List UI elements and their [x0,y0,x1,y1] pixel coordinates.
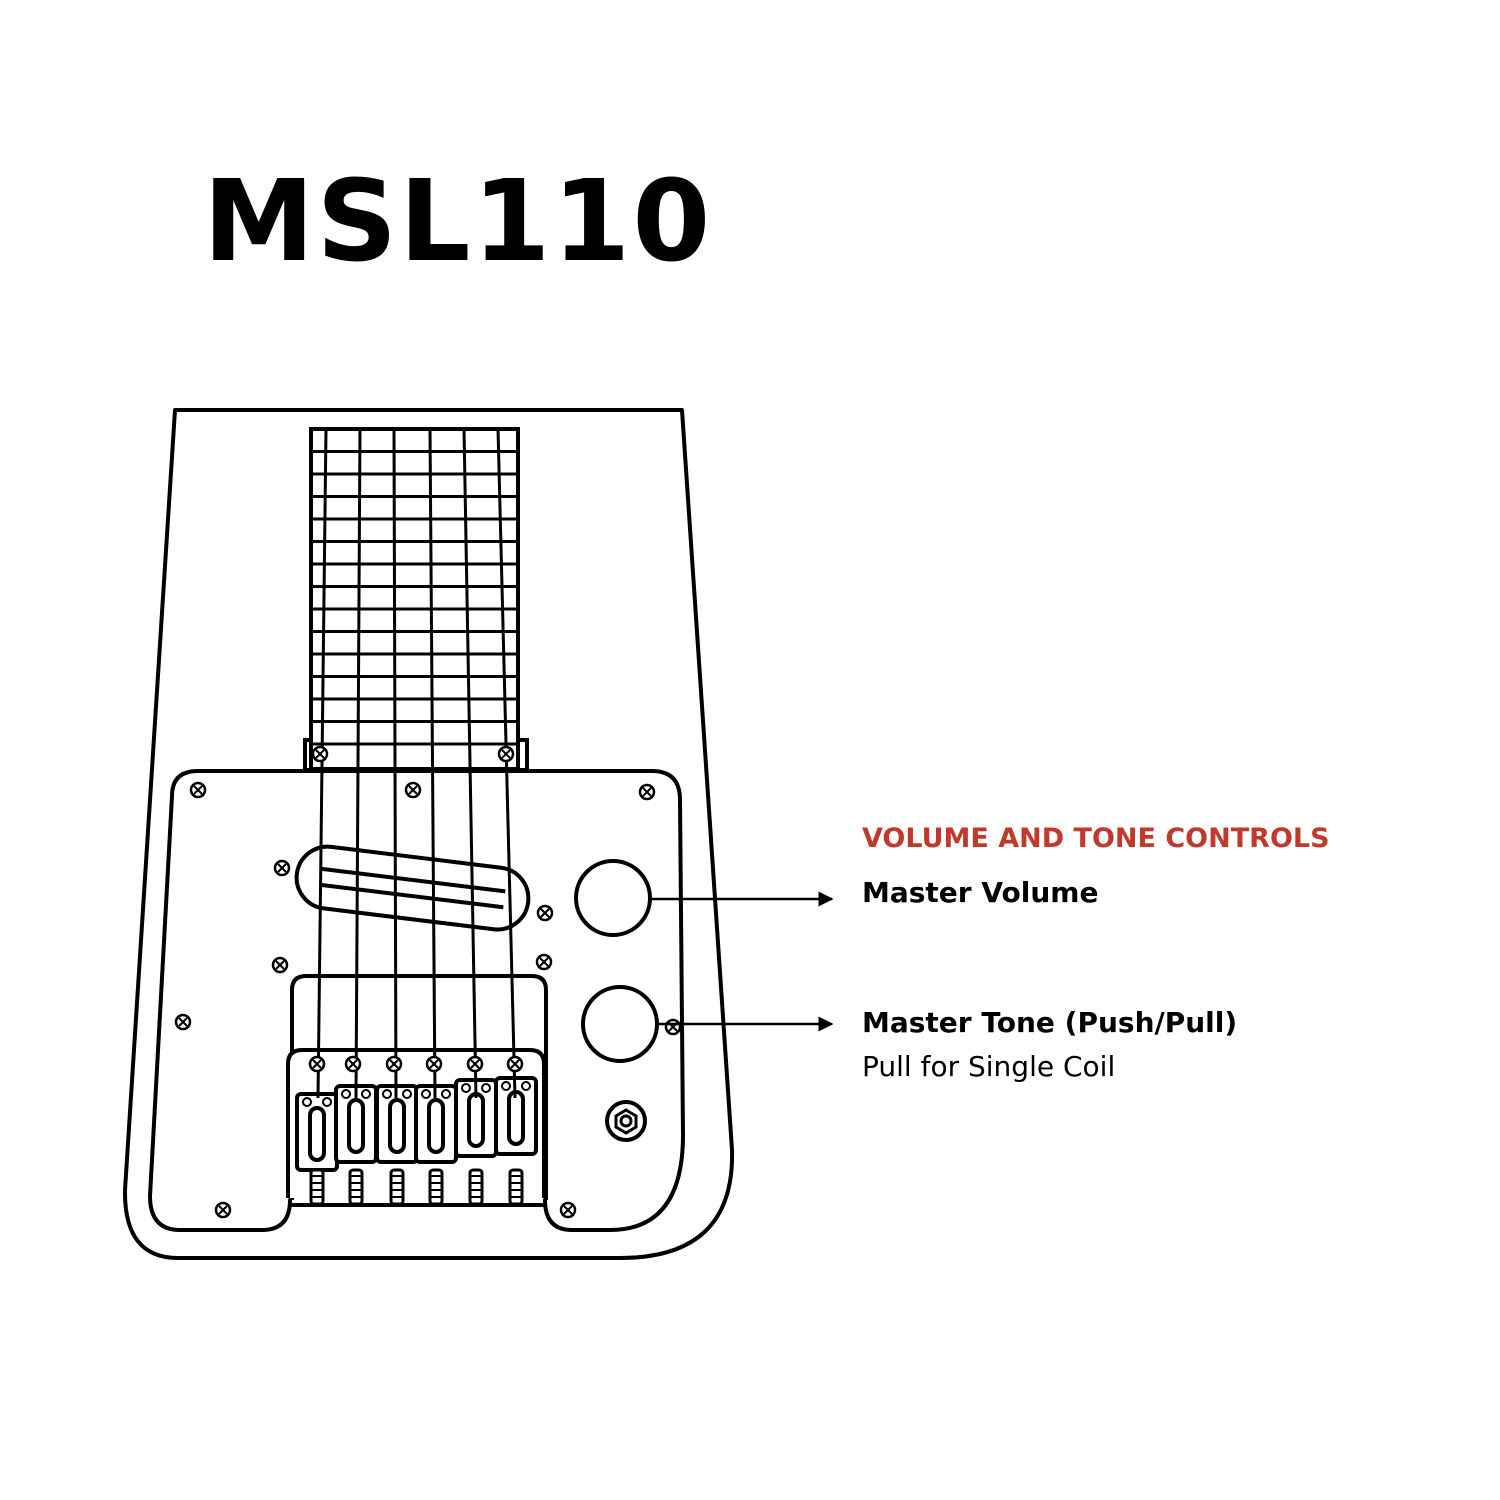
fretboard-heel [303,738,529,772]
bridge-saddles [295,1076,538,1206]
bridge-saddle [334,1084,378,1206]
screw-icon [638,783,656,801]
volume-knob[interactable] [574,859,652,937]
screw-icon [189,781,207,799]
string [316,428,328,1099]
master-volume-label: Master Volume [862,876,1099,909]
screw-icon [664,1018,682,1036]
screws [174,745,682,1219]
screw-icon [214,1201,232,1219]
string [462,428,478,1099]
screw-icon [271,956,289,974]
screw-icon [466,1055,484,1073]
strings [316,428,517,1099]
bridge-plate [290,974,548,1200]
string [496,428,517,1099]
screw-icon [425,1055,443,1073]
tone-knob[interactable] [581,985,659,1063]
controls-heading: VOLUME AND TONE CONTROLS [862,823,1330,854]
screw-icon [404,781,422,799]
screw-icon [497,745,515,763]
screw-icon [536,904,554,922]
page-title: MSL110 [203,157,713,287]
screw-icon [311,745,329,763]
string [428,428,437,1099]
screw-icon [506,1055,524,1073]
screw-icon [308,1055,326,1073]
screw-icon [559,1201,577,1219]
screw-icon [344,1055,362,1073]
bridge-saddle [454,1078,498,1206]
output-jack [605,1100,647,1142]
screw-icon [174,1013,192,1031]
frets [311,450,518,746]
string [392,428,398,1099]
pickguard [148,769,685,1232]
string [354,428,362,1099]
fretboard [309,427,520,771]
master-tone-label: Master Tone (Push/Pull) [862,1006,1238,1039]
guitar-body-outline [122,408,735,1260]
master-tone-note: Pull for Single Coil [862,1050,1116,1083]
screw-icon [535,953,553,971]
screw-icon [273,859,291,877]
screw-icon [385,1055,403,1073]
